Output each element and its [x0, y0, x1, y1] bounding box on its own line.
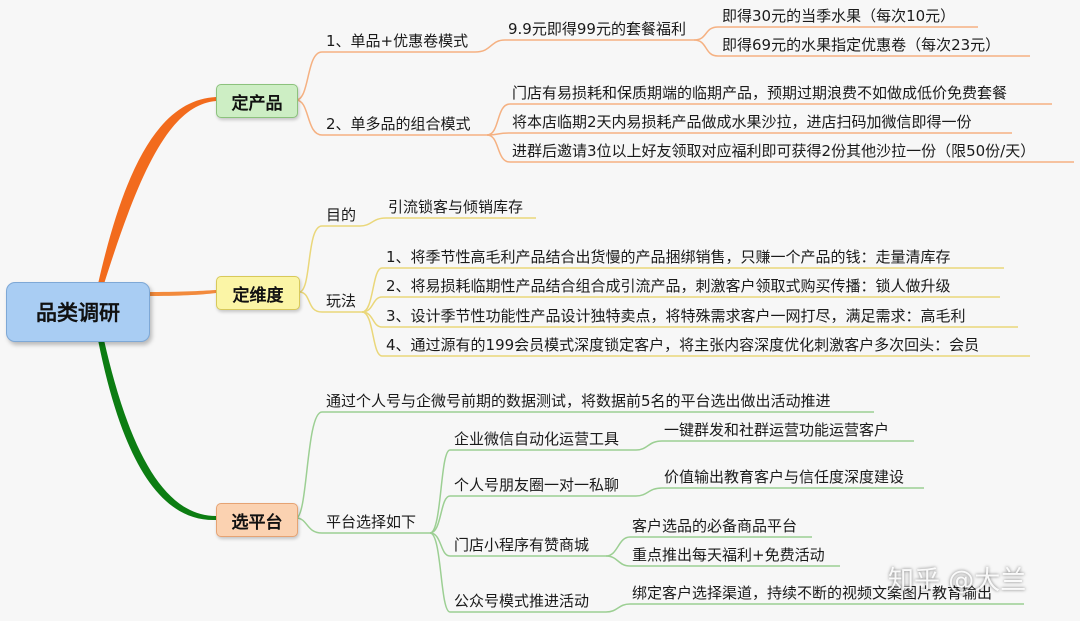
- platform-links: [295, 411, 1024, 613]
- platform-item-name[interactable]: 公众号模式推进活动: [454, 592, 590, 610]
- branch-platform-connector: [98, 340, 216, 521]
- product-mode1-item[interactable]: 即得30元的当季水果（每次10元）: [722, 7, 956, 25]
- platform-item-detail[interactable]: 重点推出每天福利+免费活动: [632, 546, 825, 564]
- dimension-play-item[interactable]: 2、将易损耗临期性产品结合组合成引流产品，刺激客户领取式购买传播：锁人做升级: [386, 277, 951, 295]
- branch-product-connector: [98, 97, 216, 284]
- platform-intro[interactable]: 通过个人号与企微号前期的数据测试，将数据前5名的平台选出做出活动推进: [326, 392, 831, 410]
- product-mode2-label[interactable]: 2、单多品的组合模式: [326, 115, 471, 133]
- platform-item-name[interactable]: 企业微信自动化运营工具: [454, 430, 620, 448]
- topic-define-product[interactable]: 定产品: [216, 84, 298, 118]
- dimension-play-item[interactable]: 4、通过源有的199会员模式深度锁定客户，将主张内容深度优化刺激客户多次回头：会…: [386, 336, 980, 354]
- dimension-play-item[interactable]: 3、设计季节性功能性产品设计独特卖点，将特殊需求客户一网打尽，满足需求：高毛利: [386, 307, 966, 325]
- platform-item-name[interactable]: 门店小程序有赞商城: [454, 536, 590, 554]
- root-topic[interactable]: 品类调研: [6, 282, 150, 342]
- product-mode1-item[interactable]: 即得69元的水果指定优惠卷（每次23元）: [722, 36, 1001, 54]
- product-links: [295, 26, 1074, 163]
- product-mode2-item[interactable]: 门店有易损耗和保质期端的临期产品，预期过期浪费不如做成低价免费套餐: [512, 84, 1008, 102]
- platform-item-detail[interactable]: 一键群发和社群运营功能运营客户: [664, 421, 890, 439]
- dimension-play-label[interactable]: 玩法: [326, 292, 357, 310]
- platform-choose-label[interactable]: 平台选择如下: [326, 513, 417, 531]
- product-mode1-offer[interactable]: 9.9元即得99元的套餐福利: [508, 20, 686, 38]
- platform-item-detail[interactable]: 客户选品的必备商品平台: [632, 517, 798, 535]
- dimension-purpose-value[interactable]: 引流锁客与倾销库存: [388, 198, 524, 216]
- platform-item-detail[interactable]: 价值输出教育客户与信任度深度建设: [664, 468, 905, 486]
- watermark: 知乎 @大兰: [888, 566, 1027, 596]
- dimension-purpose-label[interactable]: 目的: [326, 206, 357, 224]
- platform-item-detail[interactable]: 绑定客户选择渠道，持续不断的视频文案图片教育输出: [632, 584, 993, 602]
- branch-dimension-connector: [146, 290, 216, 296]
- topic-choose-platform[interactable]: 选平台: [216, 503, 298, 537]
- topic-define-dimension[interactable]: 定维度: [216, 276, 300, 310]
- product-mode2-item[interactable]: 进群后邀请3位以上好友领取对应福利即可获得2份其他沙拉一份（限50份/天）: [512, 142, 1036, 160]
- product-mode2-item[interactable]: 将本店临期2天内易损耗产品做成水果沙拉，进店扫码加微信即得一份: [512, 113, 972, 131]
- product-mode1-label[interactable]: 1、单品+优惠卷模式: [326, 32, 469, 50]
- dimension-links: [298, 217, 1030, 357]
- dimension-play-item[interactable]: 1、将季节性高毛利产品结合出货慢的产品捆绑销售，只赚一个产品的钱：走量清库存: [386, 248, 951, 266]
- platform-item-name[interactable]: 个人号朋友圈一对一私聊: [454, 476, 620, 494]
